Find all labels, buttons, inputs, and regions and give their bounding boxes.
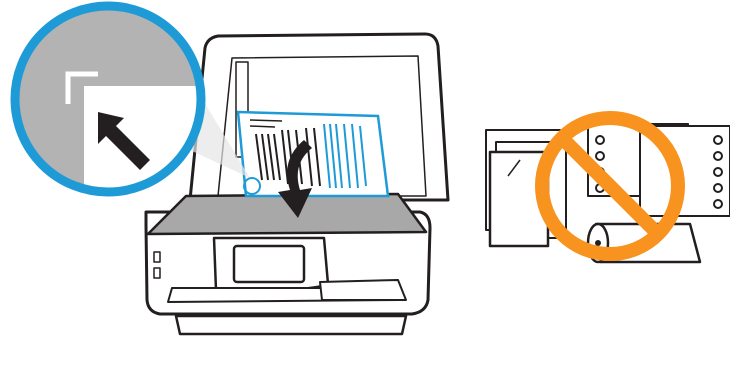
side-button [154,268,160,278]
tray-extender [320,280,406,300]
paper-roll-core [595,240,601,246]
original-document [238,112,388,196]
side-button [154,252,160,262]
paper-tray [176,316,406,334]
panel-display [234,246,304,282]
